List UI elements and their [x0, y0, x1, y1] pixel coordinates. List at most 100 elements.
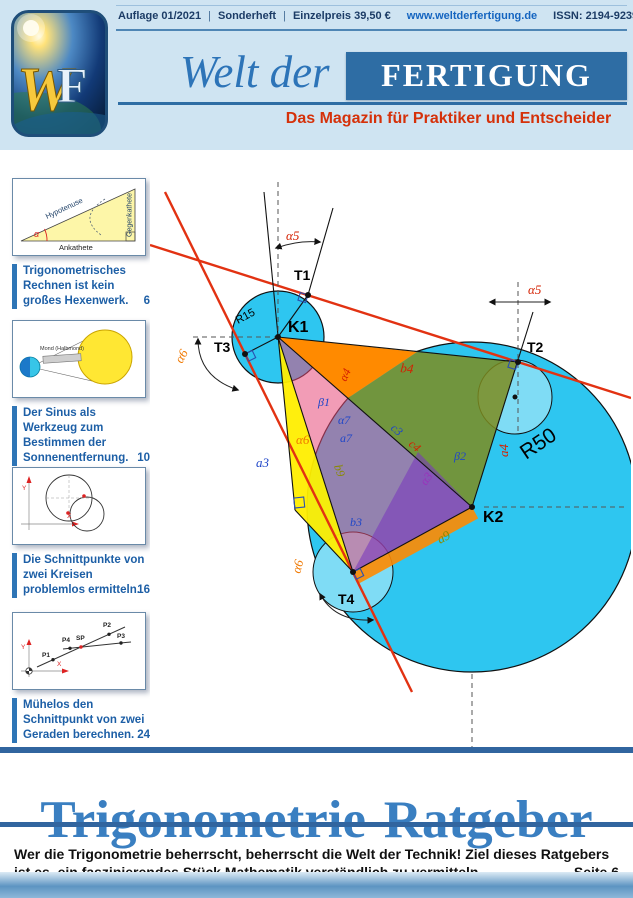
- point-sp: [79, 645, 83, 649]
- diagram-svg: K1K2T1T2T3T4R15R50α5α5α6α6α6α7a7α4α3β1β2…: [150, 182, 631, 747]
- logo-graphic: W F: [11, 10, 108, 137]
- orange-wedge: [278, 337, 417, 398]
- caption-text: Trigonometrisches Rechnen ist kein große…: [23, 265, 129, 307]
- key-points: [242, 292, 521, 575]
- diagram-label-a3: a3: [256, 455, 270, 470]
- caption-text: Mühelos den Schnittpunkt von zwei Gerade…: [23, 699, 145, 741]
- ankathete-label: Ankathete: [59, 243, 93, 252]
- diagram-label-b4: b4: [400, 360, 415, 376]
- diagram-label-T2: T2: [527, 339, 544, 355]
- caption-text: Die Schnittpunkte von zwei Kreisen probl…: [23, 554, 145, 596]
- teaser-page-number: 6: [143, 294, 150, 307]
- origin-quadrant: [25, 671, 29, 675]
- purple-triangle: [353, 452, 472, 572]
- separator: |: [283, 10, 286, 22]
- circle-2: [69, 496, 105, 532]
- caption-accent-bar: [12, 406, 17, 466]
- diagram-label-α6: α6: [296, 432, 310, 447]
- dashed-arrow: [89, 198, 106, 236]
- magazine-subtitle: Das Magazin für Praktiker und Entscheide…: [285, 110, 612, 127]
- point-t2: [515, 359, 521, 365]
- diagram-label-α4: α4: [336, 366, 354, 383]
- moon-bar: [42, 353, 82, 364]
- title-rule: [118, 102, 627, 105]
- intersection-point: [82, 494, 86, 498]
- point-p2: [107, 632, 111, 636]
- earth-artwork: [12, 14, 107, 136]
- teaser-thumbnail-sun: Mond (Halbmond): [12, 320, 146, 398]
- construction-lines: [244, 191, 534, 573]
- diagram-label-β2: β2: [453, 449, 466, 463]
- sidebar-teaser-triangle: Hypotenuse Gegenkathete Ankathete α Trig…: [12, 178, 152, 309]
- alpha-label: α: [34, 229, 40, 239]
- y-axis-arrow-icon: [26, 639, 32, 645]
- diagram-label-T4: T4: [338, 591, 355, 607]
- diagram-label-K2: K2: [483, 509, 504, 526]
- headline-top-bar: [0, 747, 633, 753]
- diagram-label-K1: K1: [288, 319, 309, 336]
- issn-label: ISSN: 2194-9239: [553, 10, 633, 22]
- issue-preis: Einzelpreis 39,50 €: [292, 10, 391, 22]
- y-label: Y: [22, 485, 27, 492]
- orange-band-a9: [353, 507, 479, 584]
- cover-headline: Trigonometrie-Ratgeber: [40, 790, 593, 849]
- diagram-label-a7: a7: [340, 431, 353, 445]
- issue-sonderheft: Sonderheft: [218, 10, 277, 22]
- issue-rule: [116, 29, 627, 31]
- diagram-label-α7: α7: [338, 413, 351, 427]
- point-t4: [350, 569, 356, 575]
- y-label: Y: [21, 644, 26, 651]
- teaser-thumbnail-circles: Y X: [12, 467, 146, 545]
- top-rule: [116, 5, 627, 6]
- tangent-line-t1-t2: [150, 243, 631, 400]
- diagram-label-T1: T1: [294, 267, 311, 283]
- caption-accent-bar: [12, 553, 17, 598]
- diagram-label-α6: α6: [288, 558, 306, 575]
- magazine-logo: W F: [11, 10, 108, 137]
- dimension-arrows: [194, 238, 552, 624]
- point-p1: [51, 658, 55, 662]
- y-axis-arrow-icon: [26, 476, 32, 483]
- diagram-label-b3: b3: [350, 515, 362, 529]
- point-t3: [242, 351, 248, 357]
- sun-circle: [77, 329, 133, 385]
- sidebar-teaser-circles: Y X Die Schnittpunkte von zwei Kreisen p…: [12, 467, 152, 598]
- caption-accent-bar: [12, 698, 17, 743]
- teaser-caption: Mühelos den Schnittpunkt von zwei Gerade…: [23, 698, 152, 743]
- sidebar-teaser-sun: Mond (Halbmond) Der Sinus als Werkzeug z…: [12, 320, 152, 466]
- diagram-label-α5: α5: [286, 228, 300, 243]
- point-k2: [469, 504, 475, 510]
- diagram-label-α5: α5: [528, 282, 542, 297]
- sp-label: SP: [76, 635, 85, 642]
- diagram-label-T3: T3: [214, 339, 231, 355]
- issue-line: Auflage 01/2021|Sonderheft|Einzelpreis 3…: [118, 10, 633, 22]
- caption-accent-bar: [12, 264, 17, 309]
- right-triangle-shape: [20, 188, 136, 242]
- right-angle-marks: [244, 291, 519, 580]
- gegenkathete-label: Gegenkathete: [127, 193, 134, 237]
- p1-label: P1: [42, 652, 50, 659]
- diagram-label-β1: β1: [317, 395, 330, 409]
- separator: |: [208, 10, 212, 22]
- x-axis-arrow-icon: [62, 668, 69, 674]
- p3-label: P3: [117, 633, 125, 640]
- caption-text: Der Sinus als Werkzeug zum Bestimmen der…: [23, 407, 129, 464]
- teaser-page-number: 16: [137, 583, 150, 596]
- point-k1: [275, 334, 281, 340]
- website-link[interactable]: www.weltderfertigung.de: [406, 10, 538, 22]
- footer-gradient-band: [0, 872, 633, 898]
- teaser-caption: Der Sinus als Werkzeug zum Bestimmen der…: [23, 406, 152, 466]
- logo-letter-w: W: [17, 56, 76, 124]
- point-t2-circle-center: [512, 394, 518, 400]
- sidebar-teaser-lines: P1 P2 P3 P4 SP Y X Mühelos den Schnittpu…: [12, 612, 152, 743]
- right-angle-mark: [125, 231, 136, 242]
- logo-letter-f: F: [57, 57, 88, 113]
- teaser-caption: Trigonometrisches Rechnen ist kein große…: [23, 264, 152, 309]
- x-label: X: [57, 661, 62, 668]
- olive-region: [348, 352, 518, 507]
- teaser-page-number: 24: [137, 728, 150, 741]
- angle-arc: [44, 228, 48, 242]
- p4-label: P4: [62, 637, 70, 644]
